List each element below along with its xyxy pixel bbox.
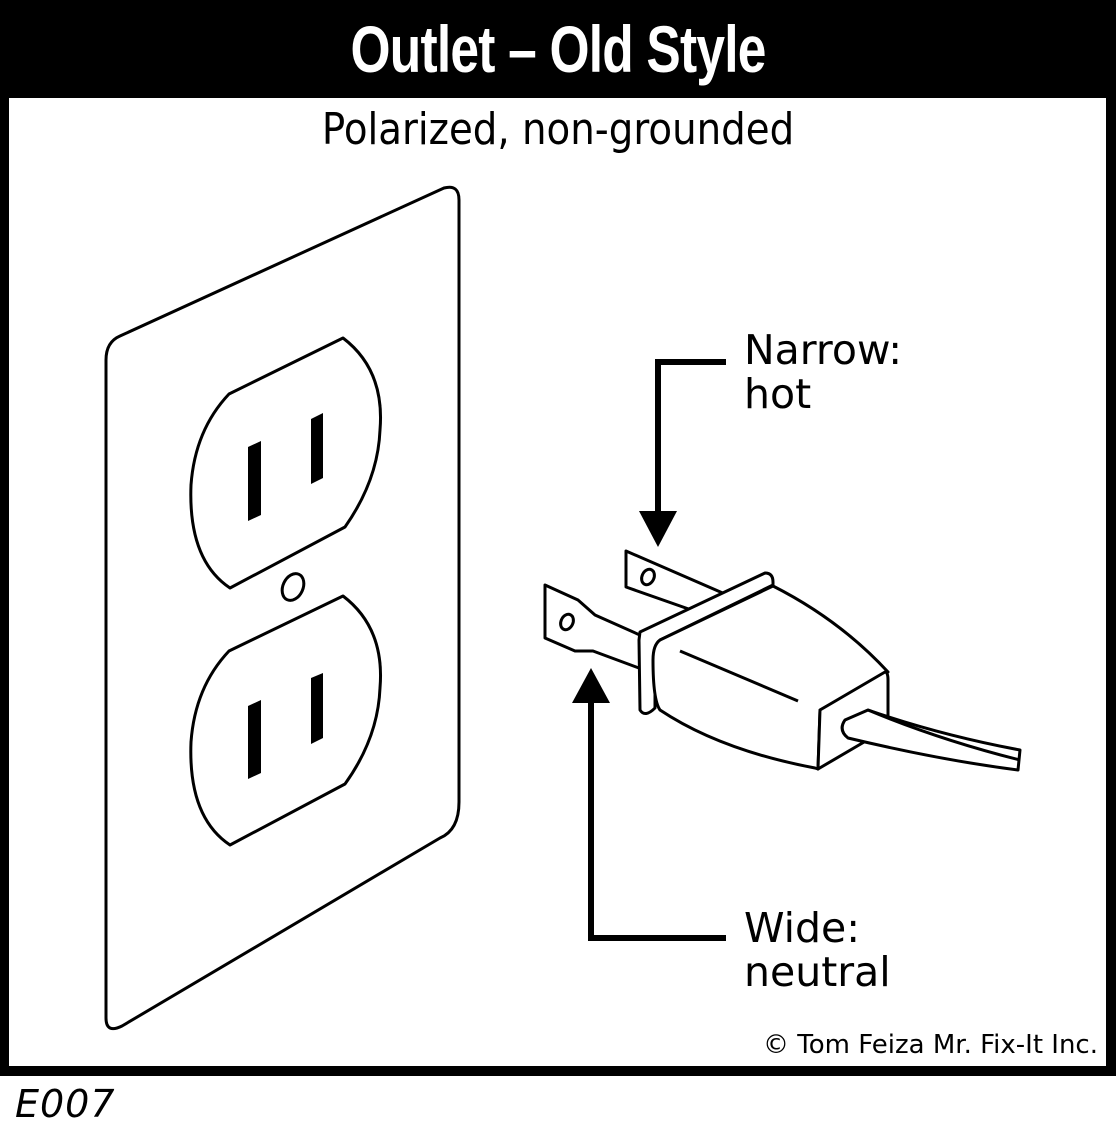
title-band: Outlet – Old Style bbox=[0, 0, 1116, 98]
lower-receptacle-icon bbox=[189, 594, 383, 847]
narrow-callout-arrow-icon bbox=[639, 359, 726, 547]
narrow-callout-line2: hot bbox=[744, 370, 812, 418]
wide-callout-arrow-icon bbox=[572, 668, 726, 941]
narrow-callout-line1: Narrow: bbox=[744, 326, 903, 374]
narrow-callout-label: Narrow: hot bbox=[744, 328, 902, 416]
wide-callout-line2: neutral bbox=[744, 948, 891, 996]
copyright-notice: © Tom Feiza Mr. Fix-It Inc. bbox=[763, 1030, 1098, 1060]
upper-receptacle-icon bbox=[189, 336, 383, 590]
subtitle: Polarized, non-grounded bbox=[321, 104, 795, 155]
plug-body-icon bbox=[637, 571, 890, 771]
screw-hole-icon bbox=[280, 572, 306, 602]
page-title: Outlet – Old Style bbox=[350, 12, 766, 86]
wide-callout-label: Wide: neutral bbox=[744, 906, 891, 994]
power-cord-icon bbox=[840, 708, 1022, 772]
outlet-wall-plate-icon bbox=[104, 185, 461, 1031]
figure-code: E007 bbox=[15, 1082, 116, 1126]
wide-callout-line1: Wide: bbox=[744, 904, 861, 952]
